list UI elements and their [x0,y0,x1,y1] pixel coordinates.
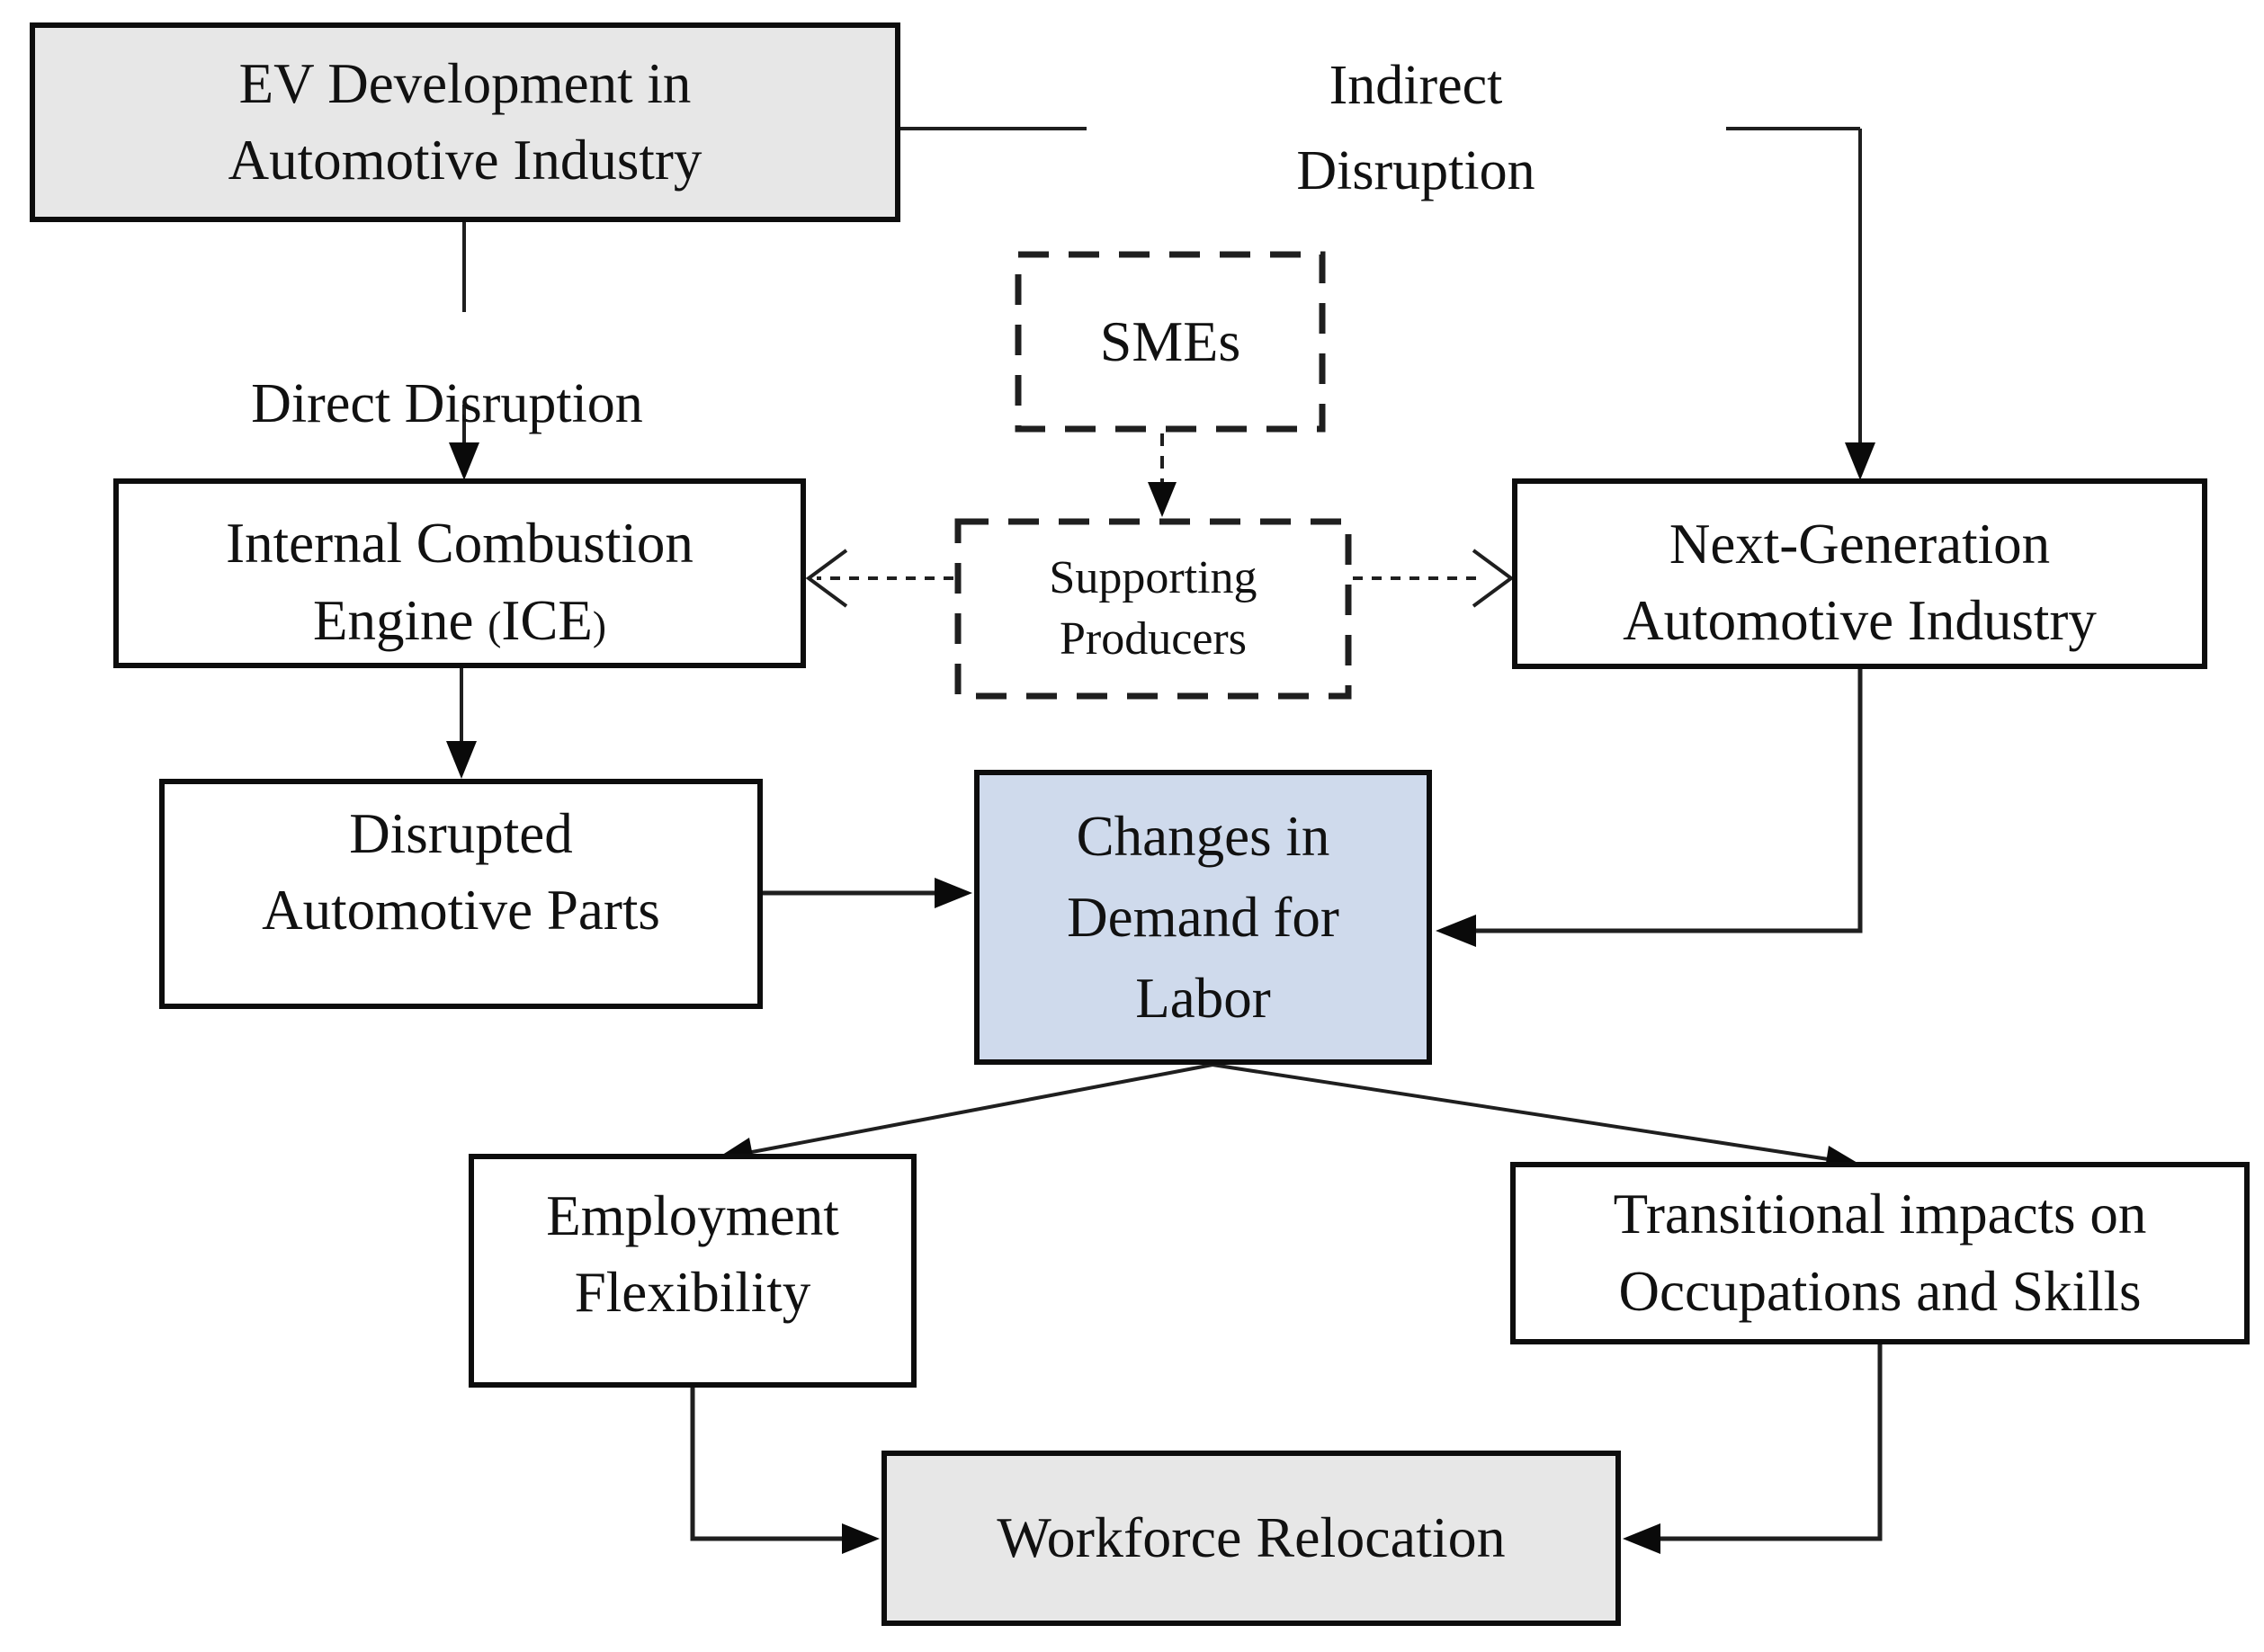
edge-label-line: Disruption [1296,139,1535,201]
arrowhead-down-disrupted [446,741,477,779]
node-ev-development: EV Development in Automotive Industry [30,22,900,222]
edge-changes-to-employment [717,1063,1213,1165]
arrowhead-down-supporting [1148,482,1177,517]
node-text-line: Automotive Parts [262,879,660,942]
arrowhead-down-ice [449,442,479,480]
ice-acronym: ICE [501,588,593,652]
edge-ice-to-disrupted [446,668,477,779]
supporting-producers-box-border [954,518,1352,700]
node-workforce-relocation: Workforce Relocation [881,1451,1621,1626]
node-text-line: Producers [1060,613,1247,665]
ice-close-paren: ) [592,603,606,648]
node-text-line: SMEs [1099,308,1241,373]
edge-ev-to-nextgen [900,127,1875,480]
edge-label-direct-disruption: Direct Disruption [251,373,643,434]
node-disrupted-automotive-parts: Disrupted Automotive Parts [159,779,763,1009]
edge-smes-to-supporting [1148,433,1177,517]
node-smes: SMEs [1016,252,1325,432]
edge-ev-to-ice [449,222,479,480]
edge-supporting-to-nextgen [1353,549,1515,608]
node-text-line: Workforce Relocation [997,1505,1506,1570]
node-changes-in-demand-for-labor: Changes in Demand for Labor [974,770,1432,1065]
edge-supporting-to-ice [805,549,953,608]
node-text-line: Demand for [1067,885,1339,949]
edge-employment-to-workforce [690,1388,880,1554]
node-next-generation-automotive: Next-Generation Automotive Industry [1512,478,2207,669]
node-text-line: Automotive Industry [1623,589,2097,652]
edge-label-indirect-disruption: Indirect Disruption [1236,43,1596,214]
node-transitional-impacts: Transitional impacts on Occupations and … [1510,1162,2250,1344]
ice-open-paren: ( [488,603,502,648]
node-text-line: Employment [546,1183,839,1247]
arrowhead-right-changes [935,878,972,908]
node-text-line: Transitional impacts on [1613,1183,2147,1246]
node-text-line: Internal Combustion [226,512,694,576]
node-employment-flexibility: Employment Flexibility [469,1154,917,1388]
node-text-line: Disrupted [349,801,573,865]
node-internal-combustion-engine: Internal Combustion Engine (ICE) [113,478,806,668]
node-text-line: Engine (ICE) [313,583,606,659]
node-text-line: Next-Generation [1669,512,2051,576]
ice-word: Engine [313,588,488,652]
edge-disrupted-to-changes [763,878,972,908]
edge-transitional-to-workforce [1623,1344,1883,1554]
edge-nextgen-to-changes [1436,669,1863,947]
edge-label-line: Indirect [1329,55,1503,116]
node-text-line: Changes in [1076,804,1330,868]
node-text-line: Flexibility [574,1261,811,1324]
edge-changes-to-transitional [1212,1063,1862,1174]
open-arrowhead-left [805,549,848,608]
node-text-line: EV Development in [238,51,692,115]
node-text-line: Supporting [1049,552,1257,604]
node-supporting-producers: Supporting Producers [955,519,1351,699]
arrowhead-left-workforce [1623,1523,1660,1554]
node-text-line: Labor [1135,967,1271,1031]
smes-box-border [1015,251,1326,433]
open-arrowhead-right [1472,549,1515,608]
node-text-line: Automotive Industry [228,129,702,192]
node-text-line: Occupations and Skills [1618,1259,2142,1323]
arrowhead-down-nextgen [1845,442,1875,480]
arrowhead-right-workforce [842,1523,880,1554]
arrowhead-left-changes [1436,915,1476,947]
